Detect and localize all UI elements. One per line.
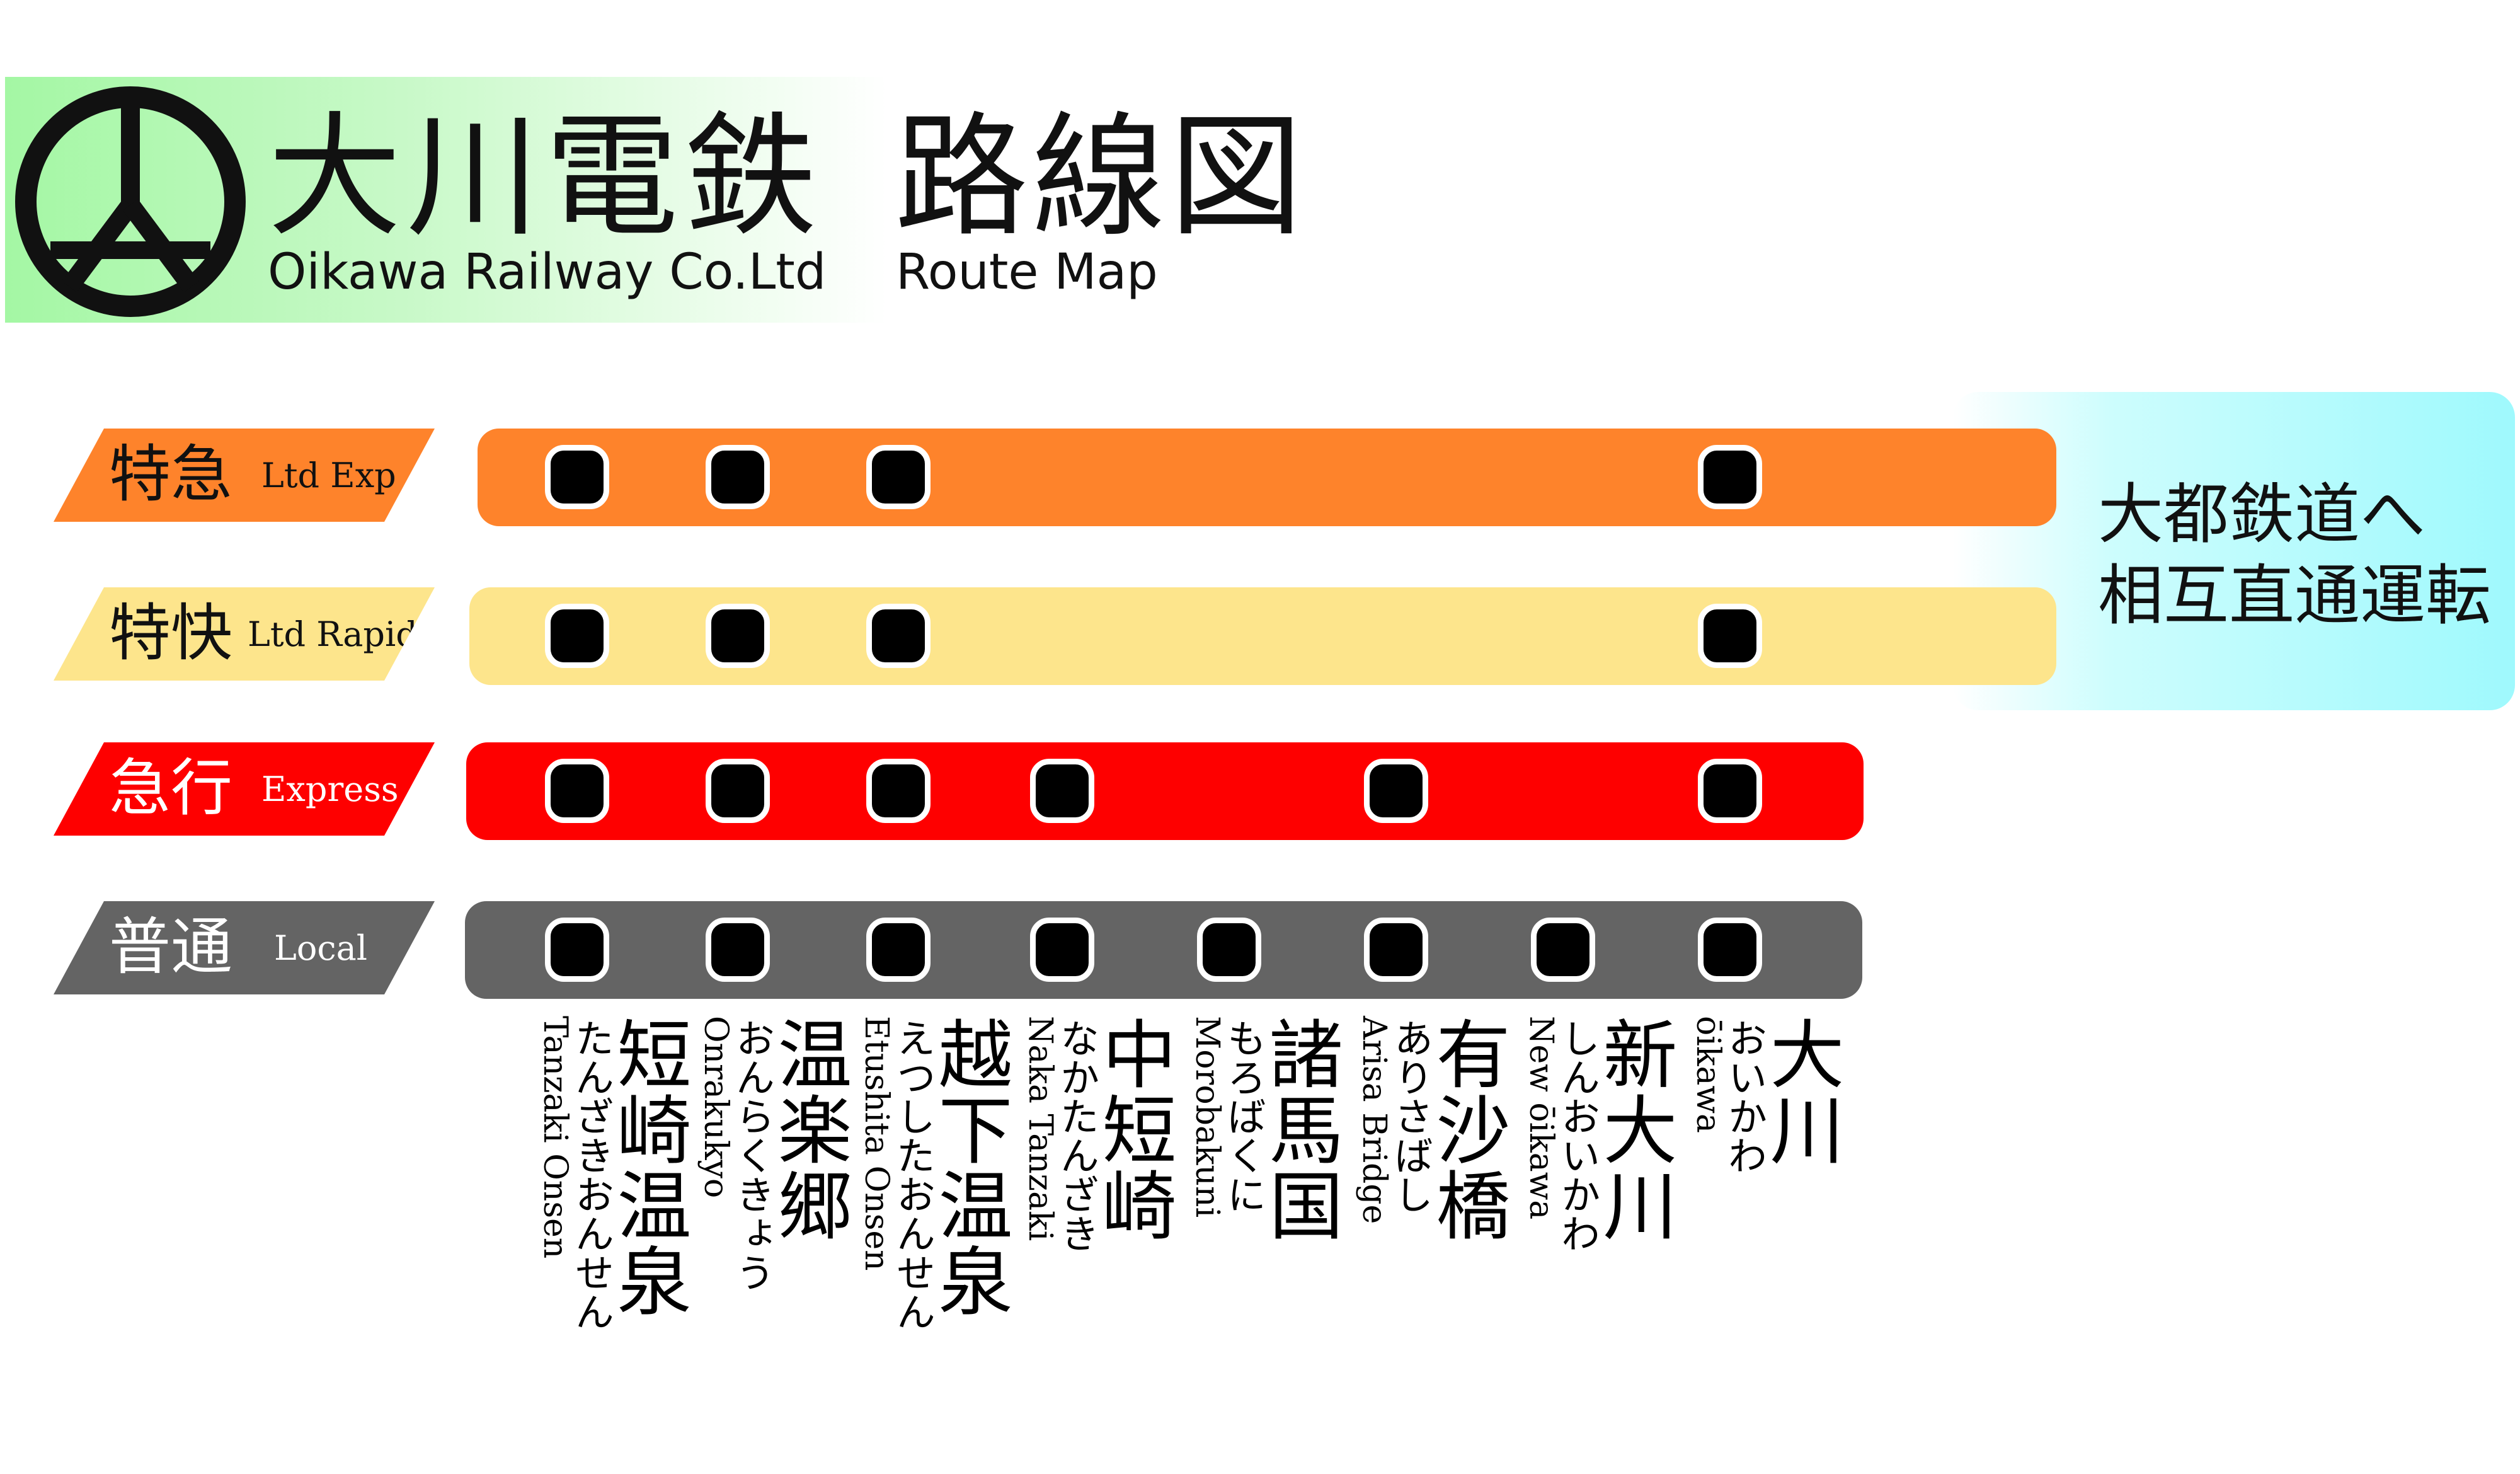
station-name-kana: もろばくに	[1220, 1018, 1266, 1214]
route-map-title-jp: 路線図	[895, 99, 1307, 255]
stop-marker	[545, 445, 609, 509]
stop-marker	[866, 759, 931, 823]
route-bar-local	[465, 901, 1862, 999]
station-arisa-bridge: 有沙橋 ありさばし Arisa Bridge	[1355, 1016, 1510, 1243]
stop-marker	[1531, 918, 1595, 982]
service-name: 急行	[109, 752, 233, 824]
route-map-title-en: Route Map	[896, 244, 1158, 301]
service-name: 普通	[109, 911, 233, 983]
service-label-express: 急行 Express	[54, 742, 435, 836]
through-service-line-1: 大都鉄道へ	[2098, 476, 2426, 553]
stop-marker	[545, 918, 609, 982]
stop-marker	[1698, 918, 1762, 982]
service-name-en: Local	[274, 928, 368, 968]
station-name-kana: おんらくきょう	[729, 1018, 775, 1292]
station-name-kana: おいかわ	[1721, 1018, 1767, 1175]
station-name-kana: ありさばし	[1387, 1018, 1433, 1214]
station-name-roman: ōikawa	[1689, 1016, 1727, 1133]
company-name-jp: 大川電鉄	[268, 99, 822, 255]
stop-marker	[1364, 759, 1428, 823]
station-name-kanji: 有沙橋	[1423, 1016, 1510, 1243]
through-service-line-2: 相互直通運転	[2098, 556, 2492, 634]
station-name-kana: たんざきおんせん	[568, 1018, 614, 1331]
stop-marker	[1030, 759, 1094, 823]
stop-marker	[1698, 604, 1762, 668]
station-oikawa: 大川 おいかわ ōikawa	[1689, 1016, 1844, 1175]
station-name-kanji: 温楽郷	[765, 1016, 852, 1243]
station-morobakuni: 諸馬国 もろばくに Morobakuni	[1188, 1016, 1343, 1243]
station-tanzaki-onsen: 短崎温泉 たんざきおんせん Tanzaki Onsen	[536, 1016, 691, 1331]
stop-marker	[866, 918, 931, 982]
station-name-kanji: 越下温泉	[925, 1016, 1012, 1318]
station-new-oikawa: 新大川 しんおいかわ New ōikawa	[1522, 1016, 1677, 1253]
stop-marker	[866, 604, 931, 668]
route-bar-ltd-exp	[478, 429, 2056, 526]
stop-marker	[1030, 918, 1094, 982]
route-bar-express	[466, 742, 1864, 840]
service-name-en: Ltd Rapid	[248, 614, 418, 654]
header-banner	[5, 77, 887, 323]
station-name-roman: Etushita Onsen	[857, 1016, 895, 1271]
stop-marker	[706, 759, 770, 823]
service-name: 特快	[109, 597, 233, 669]
station-name-kana: えつしたおんせん	[890, 1018, 936, 1331]
station-name-roman: Naka Tanzaki	[1021, 1016, 1059, 1241]
service-name: 特急	[109, 439, 233, 510]
stop-marker	[1364, 918, 1428, 982]
stop-marker	[706, 445, 770, 509]
station-name-kana: なかたんざき	[1053, 1018, 1099, 1253]
stop-marker	[1698, 759, 1762, 823]
stop-marker	[545, 759, 609, 823]
stop-marker	[706, 604, 770, 668]
service-label-ltd-rapid: 特快 Ltd Rapid	[54, 587, 435, 681]
railway-logo-icon	[15, 86, 246, 317]
station-name-kanji: 諸馬国	[1256, 1016, 1343, 1243]
station-etushita-onsen: 越下温泉 えつしたおんせん Etushita Onsen	[857, 1016, 1012, 1331]
station-name-kana: しんおいかわ	[1554, 1018, 1600, 1253]
company-name-en: Oikawa Railway Co.Ltd	[268, 244, 827, 301]
station-name-kanji: 短崎温泉	[604, 1016, 691, 1318]
stop-marker	[1197, 918, 1261, 982]
station-name-kanji: 中短崎	[1089, 1016, 1176, 1243]
station-name-roman: Morobakuni	[1188, 1016, 1226, 1218]
route-bar-ltd-rapid	[469, 587, 2056, 685]
service-label-ltd-exp: 特急 Ltd Exp	[54, 429, 435, 522]
station-name-kanji: 大川	[1757, 1016, 1844, 1167]
station-naka-tanzaki: 中短崎 なかたんざき Naka Tanzaki	[1021, 1016, 1176, 1253]
service-label-local: 普通 Local	[54, 901, 435, 994]
station-name-roman: New ōikawa	[1522, 1016, 1560, 1220]
stop-marker	[706, 918, 770, 982]
station-name-roman: Onrakukyo	[697, 1016, 735, 1199]
stop-marker	[1698, 445, 1762, 509]
stop-marker	[545, 604, 609, 668]
station-name-kanji: 新大川	[1590, 1016, 1677, 1243]
stop-marker	[866, 445, 931, 509]
through-service-note: 大都鉄道へ 相互直通運転	[2098, 474, 2491, 636]
service-name-en: Ltd Exp	[261, 456, 396, 495]
station-onrakukyo: 温楽郷 おんらくきょう Onrakukyo	[697, 1016, 852, 1292]
station-name-roman: Tanzaki Onsen	[536, 1016, 574, 1259]
service-name-en: Express	[261, 769, 399, 809]
station-name-roman: Arisa Bridge	[1355, 1016, 1393, 1224]
